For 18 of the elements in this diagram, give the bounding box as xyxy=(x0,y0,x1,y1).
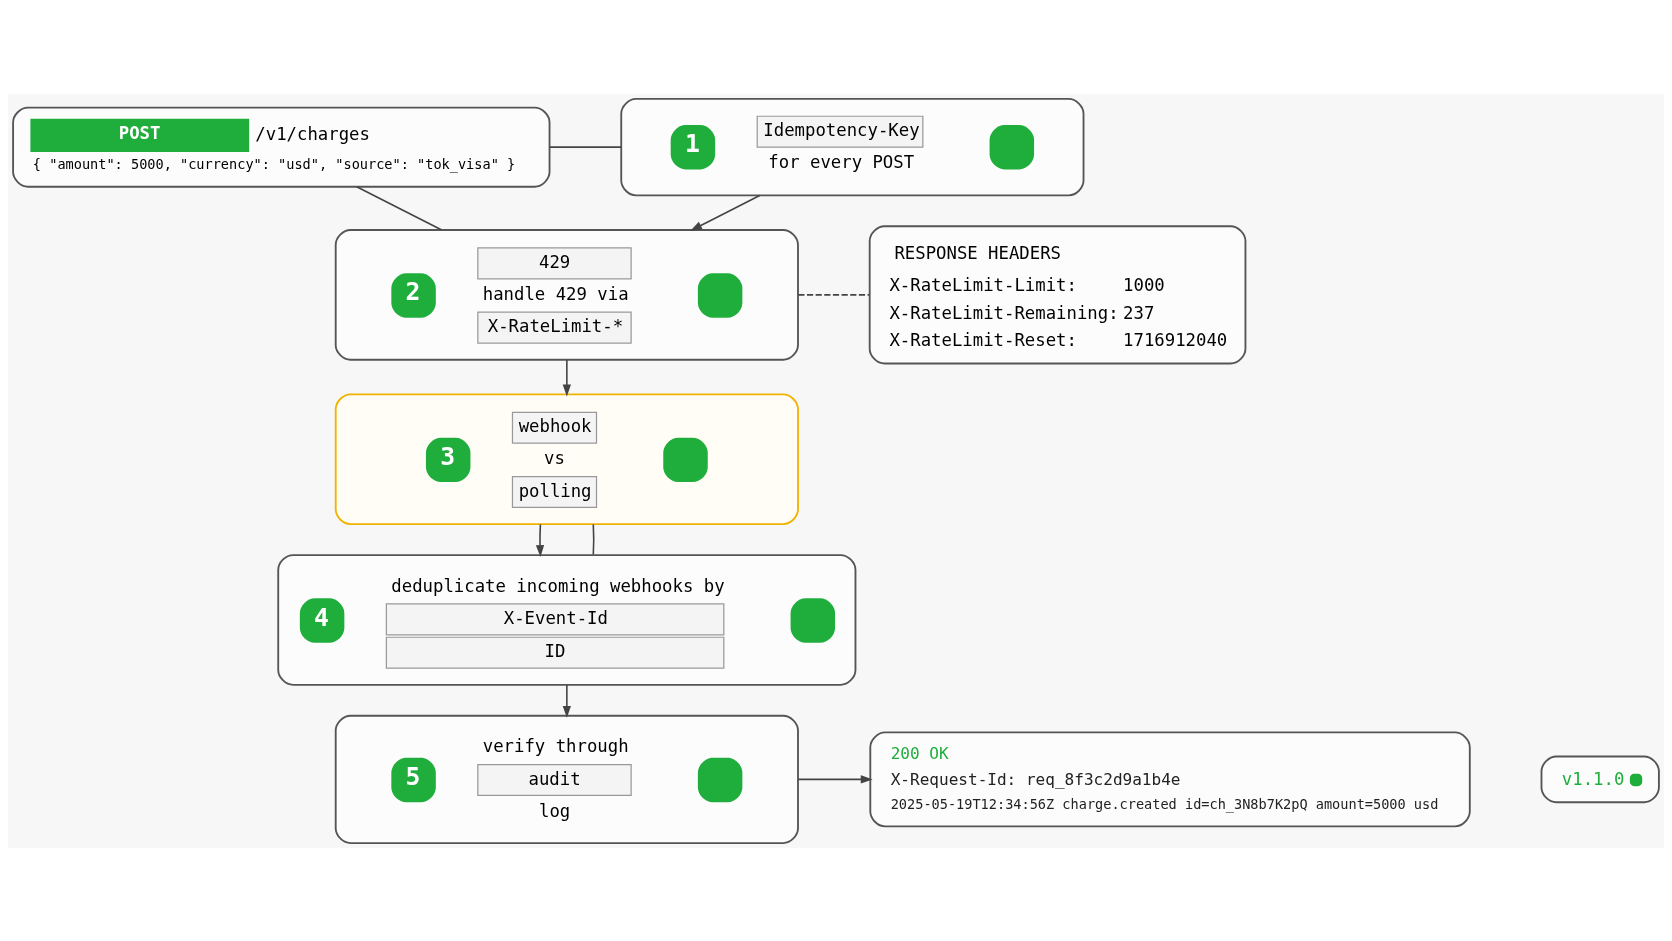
node-box: RESPONSE HEADERS X-RateLimit-Limit: 1000 X-RateLimit-Remaining: 237 X-RateLimit-Reset: 1716912040 xyxy=(868,224,1247,364)
node-box: 200 OK X-Request-Id: req_8f3c2d9a1b4e 2025-05-19T12:34:56Z charge.created id=ch_3N8b7K2pQ amount=5000 usd xyxy=(869,731,1471,827)
node-box: 3 webhook vs polling xyxy=(334,392,799,525)
arrow xyxy=(797,774,873,784)
node-box: POST /v1/charges { "amount": 5000, "currency": "usd", "source": "tok_visa" } xyxy=(12,106,551,188)
arrow xyxy=(535,523,545,557)
node-box: 5 verify through audit log xyxy=(334,714,799,844)
arrow xyxy=(562,358,571,396)
connector xyxy=(355,185,443,231)
arrow xyxy=(562,683,571,718)
node-box: 1 Idempotency-Key for every POST xyxy=(620,97,1085,196)
node-box: v1.1.0 xyxy=(1540,755,1660,803)
node-box: 4 deduplicate incoming webhooks by X-Event-Id ID xyxy=(277,553,857,686)
connector xyxy=(592,523,595,555)
connector xyxy=(548,145,622,148)
arrow xyxy=(690,194,761,231)
node-box: 2 429 handle 429 via X-RateLimit-* xyxy=(334,228,799,361)
connector xyxy=(797,293,870,296)
